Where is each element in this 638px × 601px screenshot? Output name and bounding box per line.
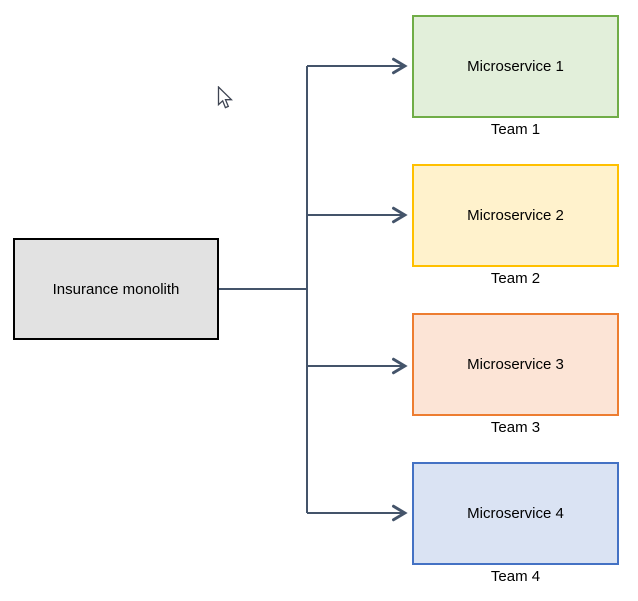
node-insurance-monolith[interactable]: Insurance monolith — [13, 238, 219, 340]
team-label-2: Team 2 — [490, 270, 541, 287]
team-label-3: Team 3 — [490, 419, 541, 436]
node-microservice-1[interactable]: Microservice 1 — [412, 15, 619, 118]
node-insurance-monolith-label: Insurance monolith — [52, 280, 180, 298]
node-microservice-3-label: Microservice 3 — [467, 356, 564, 373]
node-microservice-4[interactable]: Microservice 4 — [412, 462, 619, 565]
team-label-1: Team 1 — [490, 121, 541, 138]
node-microservice-1-label: Microservice 1 — [467, 58, 564, 75]
node-microservice-4-label: Microservice 4 — [467, 505, 564, 522]
node-microservice-3[interactable]: Microservice 3 — [412, 313, 619, 416]
node-microservice-2-label: Microservice 2 — [467, 207, 564, 224]
node-microservice-2[interactable]: Microservice 2 — [412, 164, 619, 267]
team-label-4: Team 4 — [490, 568, 541, 585]
